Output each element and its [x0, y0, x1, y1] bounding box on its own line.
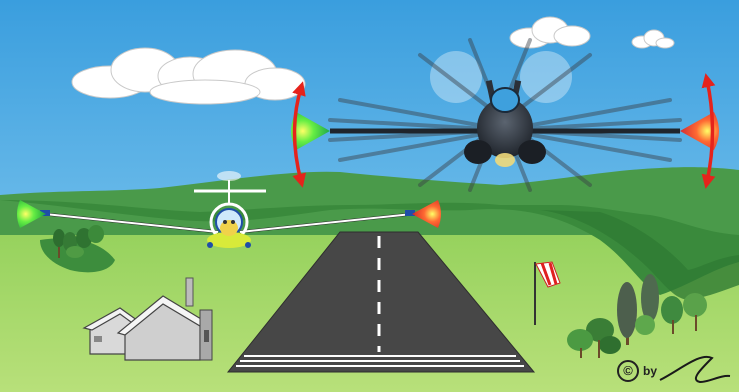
- copyright-icon: ©: [617, 360, 639, 382]
- copyright-mark: © by: [617, 360, 657, 382]
- copyright-by: by: [643, 364, 657, 378]
